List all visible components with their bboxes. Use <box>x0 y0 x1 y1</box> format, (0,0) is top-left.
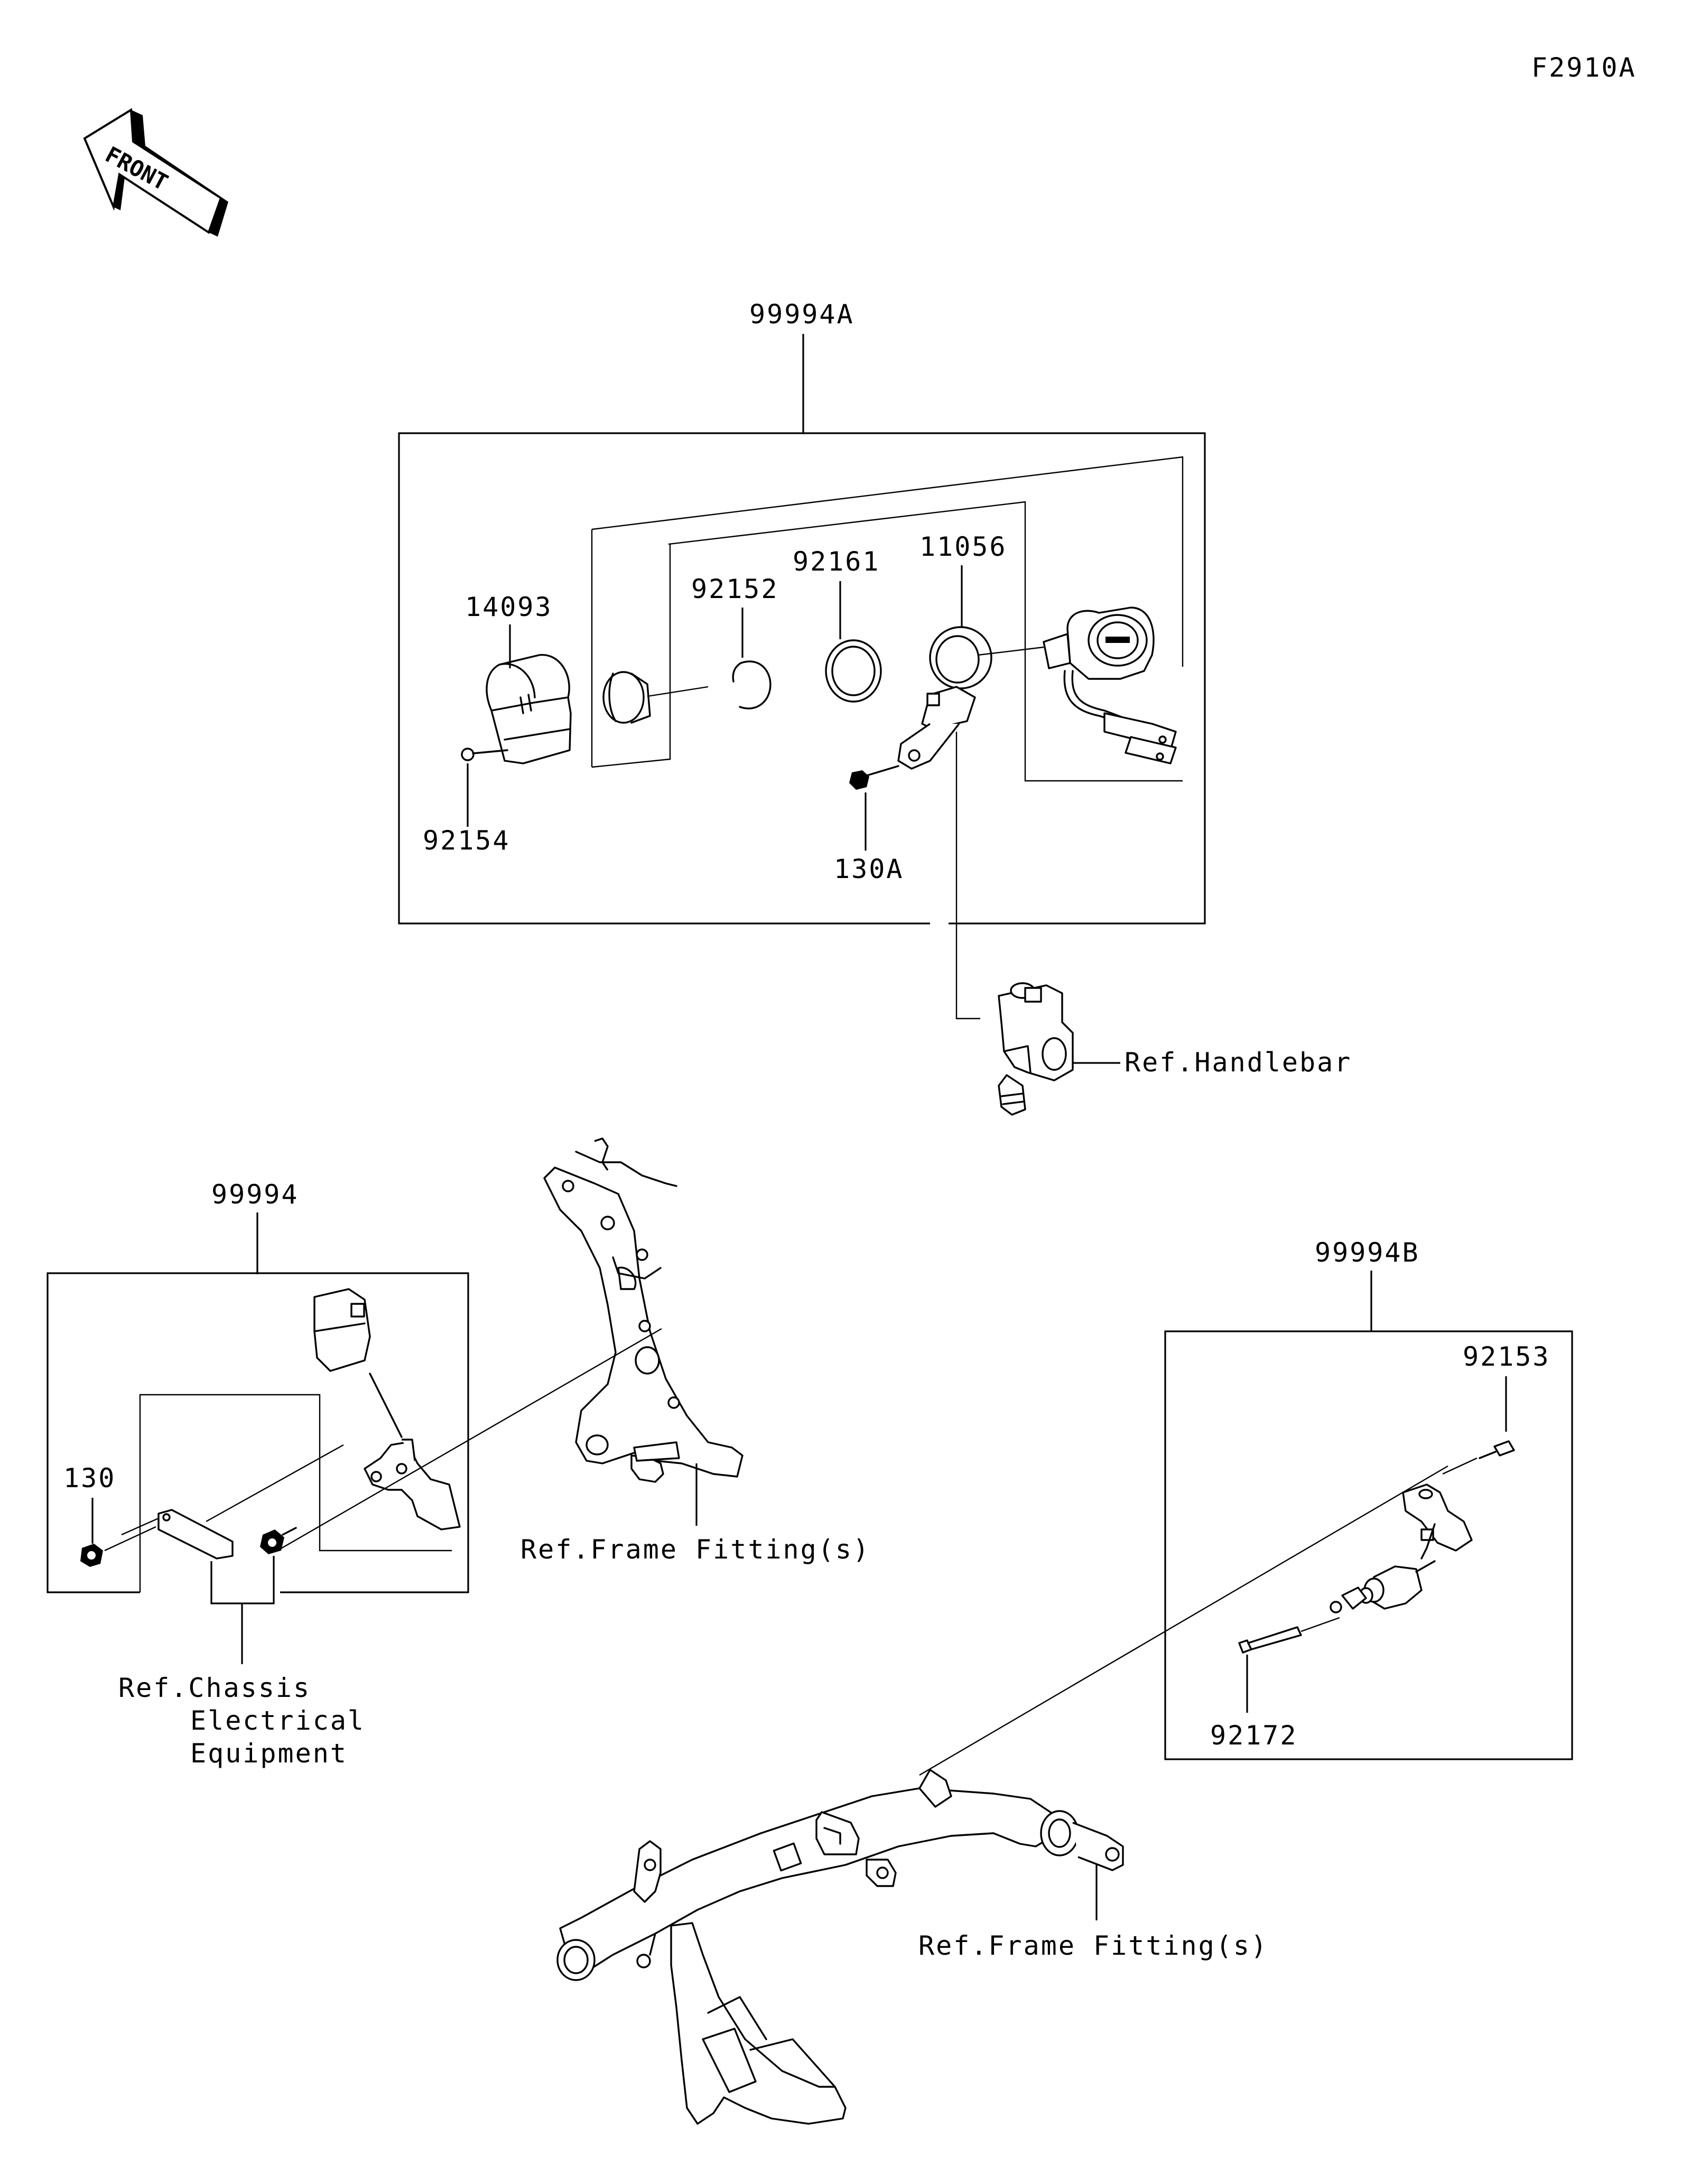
part-92172-label: 92172 <box>1210 1720 1298 1751</box>
screw-92172 <box>1238 1617 1340 1654</box>
bolt-130A <box>849 765 899 790</box>
screw-92153 <box>1479 1440 1515 1459</box>
kit-box-99994B <box>1164 1330 1573 1760</box>
part-130A-label: 130A <box>834 854 904 884</box>
part-92152-label: 92152 <box>691 574 779 604</box>
kit-label-99994A: 99994A <box>749 299 854 330</box>
frame-fitting-lower <box>556 1769 1124 2125</box>
ref-chassis-label-2: Electrical <box>190 1705 365 1736</box>
kit-box-99994 <box>47 1272 469 1593</box>
frame-fitting-upper <box>543 1137 744 1483</box>
nut-130 <box>80 1544 103 1567</box>
part-92161-label: 92161 <box>793 546 880 577</box>
ignition-boot-14093 <box>486 654 572 764</box>
part-14093-label: 14093 <box>465 592 553 622</box>
kit-box-99994A <box>398 432 1206 925</box>
circlip-92152 <box>732 660 772 710</box>
part-92153-label: 92153 <box>1463 1341 1550 1372</box>
switch-body <box>1330 1560 1436 1613</box>
handlebar-clamp <box>998 982 1074 1116</box>
ref-frame-fitting-upper-label: Ref.Frame Fitting(s) <box>521 1534 870 1565</box>
figure-code: F2910A <box>1531 52 1637 83</box>
chassis-ref-bracket <box>210 1556 275 1604</box>
kit-label-99994B: 99994B <box>1315 1237 1420 1268</box>
washer-92161 <box>825 639 882 703</box>
part-130-label: 130 <box>63 1463 116 1494</box>
wiring-bracket-strip <box>157 1509 234 1560</box>
ignition-switch <box>1043 606 1177 764</box>
bolt-wiring <box>260 1527 297 1554</box>
sleeve-part <box>602 671 651 724</box>
relay-connector <box>313 1288 461 1530</box>
ref-chassis-label-1: Ref.Chassis <box>118 1673 311 1703</box>
bracket-11056 <box>897 626 992 770</box>
handlebar-leader <box>955 732 980 1020</box>
switch-bracket <box>1402 1483 1473 1560</box>
ref-handlebar-label: Ref.Handlebar <box>1125 1047 1352 1078</box>
kit-label-99994: 99994 <box>211 1179 299 1210</box>
ref-frame-fitting-lower-label: Ref.Frame Fitting(s) <box>918 1930 1268 1961</box>
front-arrow-icon: FRONT <box>83 108 228 237</box>
screw-92154 <box>461 748 508 761</box>
part-92154-label: 92154 <box>423 825 510 856</box>
ref-chassis-label-3: Equipment <box>190 1738 348 1769</box>
part-11056-label: 11056 <box>919 531 1007 562</box>
